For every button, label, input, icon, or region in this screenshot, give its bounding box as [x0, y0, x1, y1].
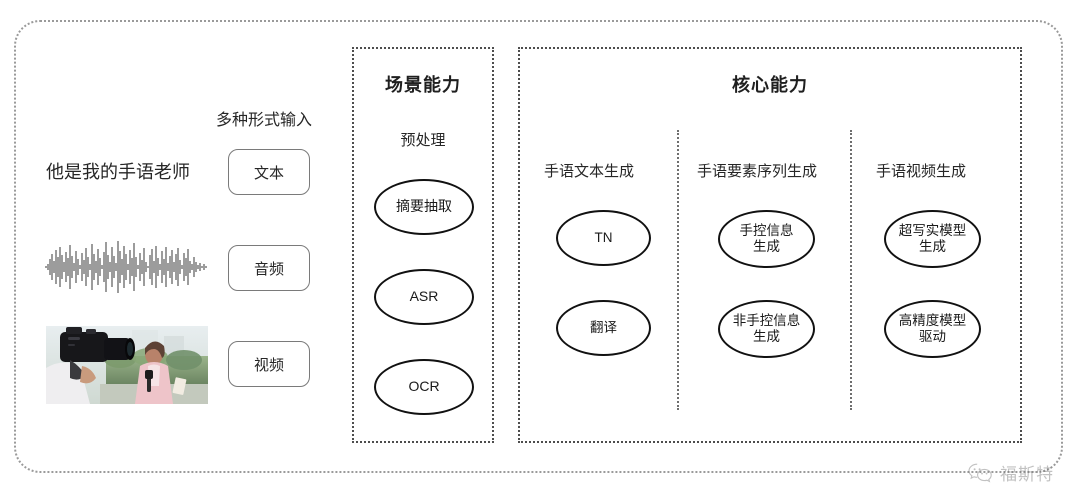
input-chip-text[interactable]: 文本: [228, 149, 310, 195]
scene-capability-subtitle: 预处理: [400, 132, 446, 149]
core-capability-title: 核心能力: [732, 75, 808, 95]
input-chip-video[interactable]: 视频: [228, 341, 310, 387]
core-capability-box: 核心能力 手语文本生成 TN 翻译 手语要素序列生成 手控信息 生成 非手控信息…: [518, 47, 1022, 443]
audio-waveform-icon: [45, 241, 207, 293]
node-manual-info-generation[interactable]: 手控信息 生成: [718, 210, 815, 268]
wechat-icon: [968, 463, 992, 482]
watermark: 福斯特: [968, 460, 1054, 485]
column-heading-sign-video-generation: 手语视频生成: [876, 163, 967, 180]
node-high-precision-model-driving[interactable]: 高精度模型 驱动: [884, 300, 981, 358]
column-divider-2: [850, 130, 852, 410]
column-heading-sign-text-generation: 手语文本生成: [544, 163, 635, 180]
input-chip-audio[interactable]: 音频: [228, 245, 310, 291]
scene-capability-box: 场景能力 预处理 摘要抽取 ASR OCR: [352, 47, 494, 443]
outer-dotted-frame: [14, 20, 1063, 473]
node-ocr[interactable]: OCR: [374, 359, 474, 415]
node-translation[interactable]: 翻译: [556, 300, 651, 356]
column-heading-sign-element-sequence-generation: 手语要素序列生成: [697, 163, 818, 180]
watermark-text: 福斯特: [1000, 465, 1054, 484]
node-photoreal-model-generation[interactable]: 超写实模型 生成: [884, 210, 981, 268]
node-tn[interactable]: TN: [556, 210, 651, 266]
scene-capability-title: 场景能力: [385, 75, 461, 95]
node-asr[interactable]: ASR: [374, 269, 474, 325]
multi-input-heading: 多种形式输入: [216, 112, 313, 129]
column-divider-1: [677, 130, 679, 410]
node-summary-extraction[interactable]: 摘要抽取: [374, 179, 474, 235]
sample-sentence-text: 他是我的手语老师: [46, 162, 190, 182]
node-non-manual-info-generation[interactable]: 非手控信息 生成: [718, 300, 815, 358]
video-thumbnail: [46, 326, 208, 404]
